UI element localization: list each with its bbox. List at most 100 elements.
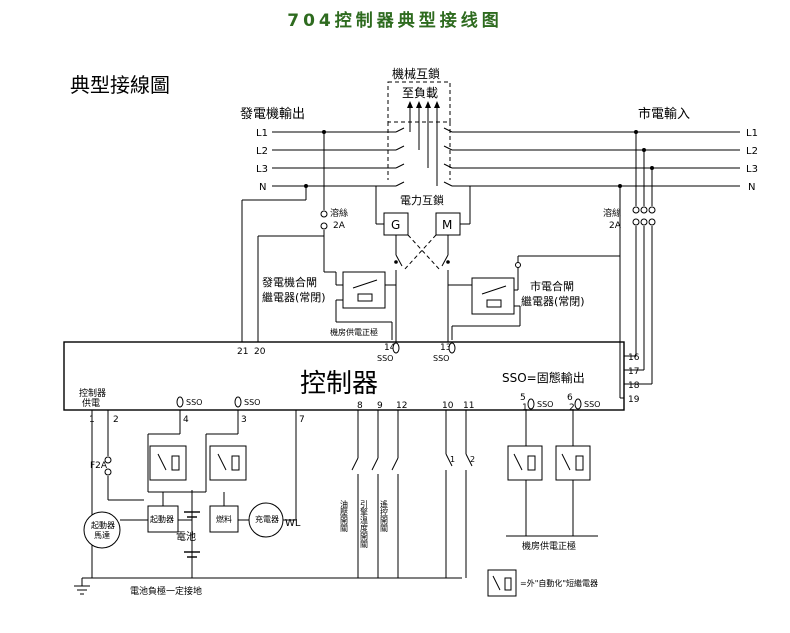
ground-icon	[74, 578, 90, 595]
controller-supply-label-1: 控制器	[79, 387, 106, 399]
starter-label: 起動器	[150, 515, 174, 524]
gen-relay-label-1: 發電機合閘	[262, 275, 317, 289]
sso5-relay-box	[507, 445, 543, 481]
page-title: 704控制器典型接线图	[287, 11, 503, 31]
fuel-relay-box	[209, 445, 247, 481]
mains-input-label: 市電輸入	[638, 106, 690, 122]
controller-box	[63, 341, 625, 411]
phase-label-n-left: N	[259, 182, 266, 193]
terminal-18: 18	[628, 381, 640, 391]
sso-13-label: SSO	[433, 354, 449, 363]
mains-relay-wires	[448, 255, 620, 340]
legend-relay-icon	[487, 569, 517, 597]
sso-index-2: 2	[569, 403, 575, 413]
terminal-8: 8	[357, 401, 363, 411]
terminal-12: 12	[396, 401, 407, 411]
sso-4-label: SSO	[186, 398, 202, 407]
mains-relay-label-1: 市電合閘	[530, 279, 574, 293]
switch-label-remote: 遙控開關	[380, 499, 389, 533]
gen-fuse-rating: 2A	[333, 221, 346, 231]
g-coil-label: G	[391, 218, 400, 232]
sso-small-1: 1	[450, 455, 455, 464]
switch-contacts	[351, 453, 473, 471]
battery-icon	[184, 511, 200, 558]
terminal-21: 21	[237, 347, 248, 357]
mains-fuse-rating: 2A	[609, 221, 622, 231]
f2a-label: F2A	[90, 461, 108, 471]
phase-label-l3-right: L3	[746, 164, 758, 175]
interlock-contacts	[395, 254, 449, 285]
phase-label-l1-left: L1	[256, 128, 268, 139]
start-relay-box	[149, 445, 187, 481]
bottom-sso-markers	[176, 396, 582, 410]
sso-note: SSO=固態輸出	[502, 370, 585, 385]
charger-label: 充電器	[255, 514, 279, 524]
switch-label-oil: 油壓開關	[340, 499, 349, 533]
diagram-heading: 典型接線圖	[70, 73, 170, 97]
terminal-19: 19	[628, 395, 640, 405]
mains-wires	[619, 132, 653, 399]
gen-fuse-bottom	[320, 222, 328, 230]
bottom-wiring	[82, 410, 598, 579]
m-coil-label: M	[442, 218, 452, 232]
switch-label-temp: 引擎溫度開關	[360, 500, 369, 549]
battery-label: 電池	[176, 530, 196, 543]
sso-6-label: SSO	[584, 400, 600, 409]
phase-label-l2-right: L2	[746, 146, 758, 157]
terminal-10: 10	[442, 401, 454, 411]
terminal-16: 16	[628, 353, 640, 363]
generator-wires	[241, 132, 325, 342]
sso-small-2: 2	[470, 455, 475, 464]
terminal-7: 7	[299, 415, 305, 425]
terminal-9: 9	[377, 401, 383, 411]
mains-relay-label-2: 繼電器(常閉)	[521, 294, 585, 308]
junction-dots	[304, 130, 654, 188]
phase-label-l1-right: L1	[746, 128, 758, 139]
terminal-11: 11	[463, 401, 474, 411]
gen-fuse-label: 溶絲	[330, 207, 348, 219]
terminal-4: 4	[183, 415, 189, 425]
gen-relay-label-2: 繼電器(常閉)	[262, 290, 326, 304]
sso-index-1: 1	[522, 403, 528, 413]
sso-5-label: SSO	[537, 400, 553, 409]
elec-interlock-label: 電力互鎖	[400, 193, 444, 207]
controller-supply-label-2: 供電	[82, 397, 100, 409]
ground-note: 電池負極一定接地	[130, 585, 202, 597]
starter-box	[147, 505, 179, 533]
contact-switches	[395, 127, 453, 187]
phase-label-l3-left: L3	[256, 164, 268, 175]
room-power-bottom-label: 機房供電正極	[522, 540, 576, 552]
mains-fuses	[632, 206, 656, 226]
terminal-14: 14	[384, 343, 396, 353]
gen-relay-box	[342, 271, 386, 309]
generator-output-label: 發電機輸出	[240, 107, 305, 122]
sso6-relay-box	[555, 445, 591, 481]
to-load-label: 至負載	[402, 86, 438, 100]
terminal-17: 17	[628, 367, 639, 377]
phase-lines	[272, 131, 740, 187]
gen-fuse-top	[320, 210, 328, 218]
interlock-wiring	[375, 186, 471, 342]
gen-relay-wires	[323, 236, 396, 340]
starter-motor-icon	[83, 511, 121, 549]
terminal-3: 3	[241, 415, 247, 425]
starter-motor-label-2: 馬達	[94, 530, 110, 540]
f2a-fuse-top	[104, 456, 112, 464]
terminal-20: 20	[254, 347, 266, 357]
interlock-cross	[403, 234, 441, 271]
fuel-label: 燃料	[216, 514, 232, 524]
starter-motor-label-1: 起動器	[91, 521, 115, 530]
room-power-top-label: 機房供電正極	[330, 327, 378, 337]
wl-label: WL	[285, 518, 301, 529]
sso-3-label: SSO	[244, 398, 260, 407]
load-arrows	[409, 104, 438, 186]
legend-label: =外"自動化"短繼電器	[520, 578, 598, 588]
terminal-5: 5	[520, 393, 526, 403]
mains-relay-box	[471, 277, 515, 315]
phase-label-l2-left: L2	[256, 146, 268, 157]
sso-14-label: SSO	[377, 354, 393, 363]
controller-label: 控制器	[300, 369, 378, 399]
starter-wires	[120, 491, 249, 521]
f2a-fuse-bottom	[104, 468, 112, 476]
